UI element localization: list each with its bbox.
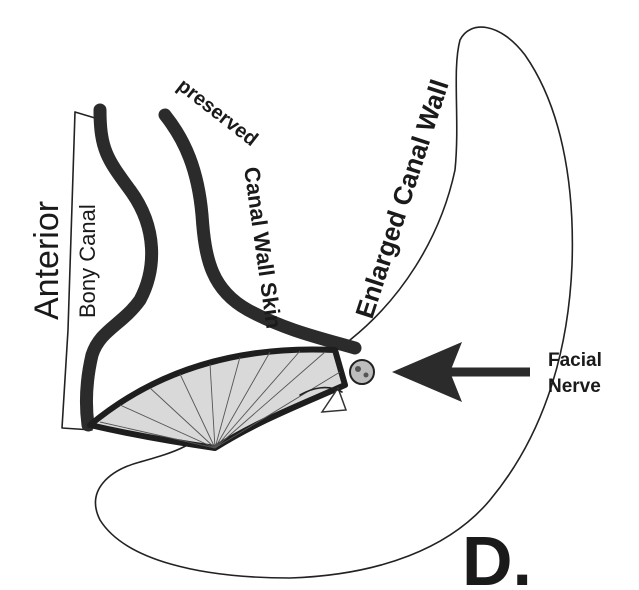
label-bony-canal: Bony Canal	[75, 204, 100, 318]
label-facial: Facial	[548, 350, 602, 371]
label-anterior: Anterior	[28, 201, 66, 320]
facial-nerve-arrow	[392, 342, 530, 402]
facial-nerve-circle	[350, 360, 374, 384]
graft-fan-region	[90, 349, 345, 448]
panel-letter: D.	[462, 522, 532, 585]
label-nerve: Nerve	[548, 376, 601, 397]
